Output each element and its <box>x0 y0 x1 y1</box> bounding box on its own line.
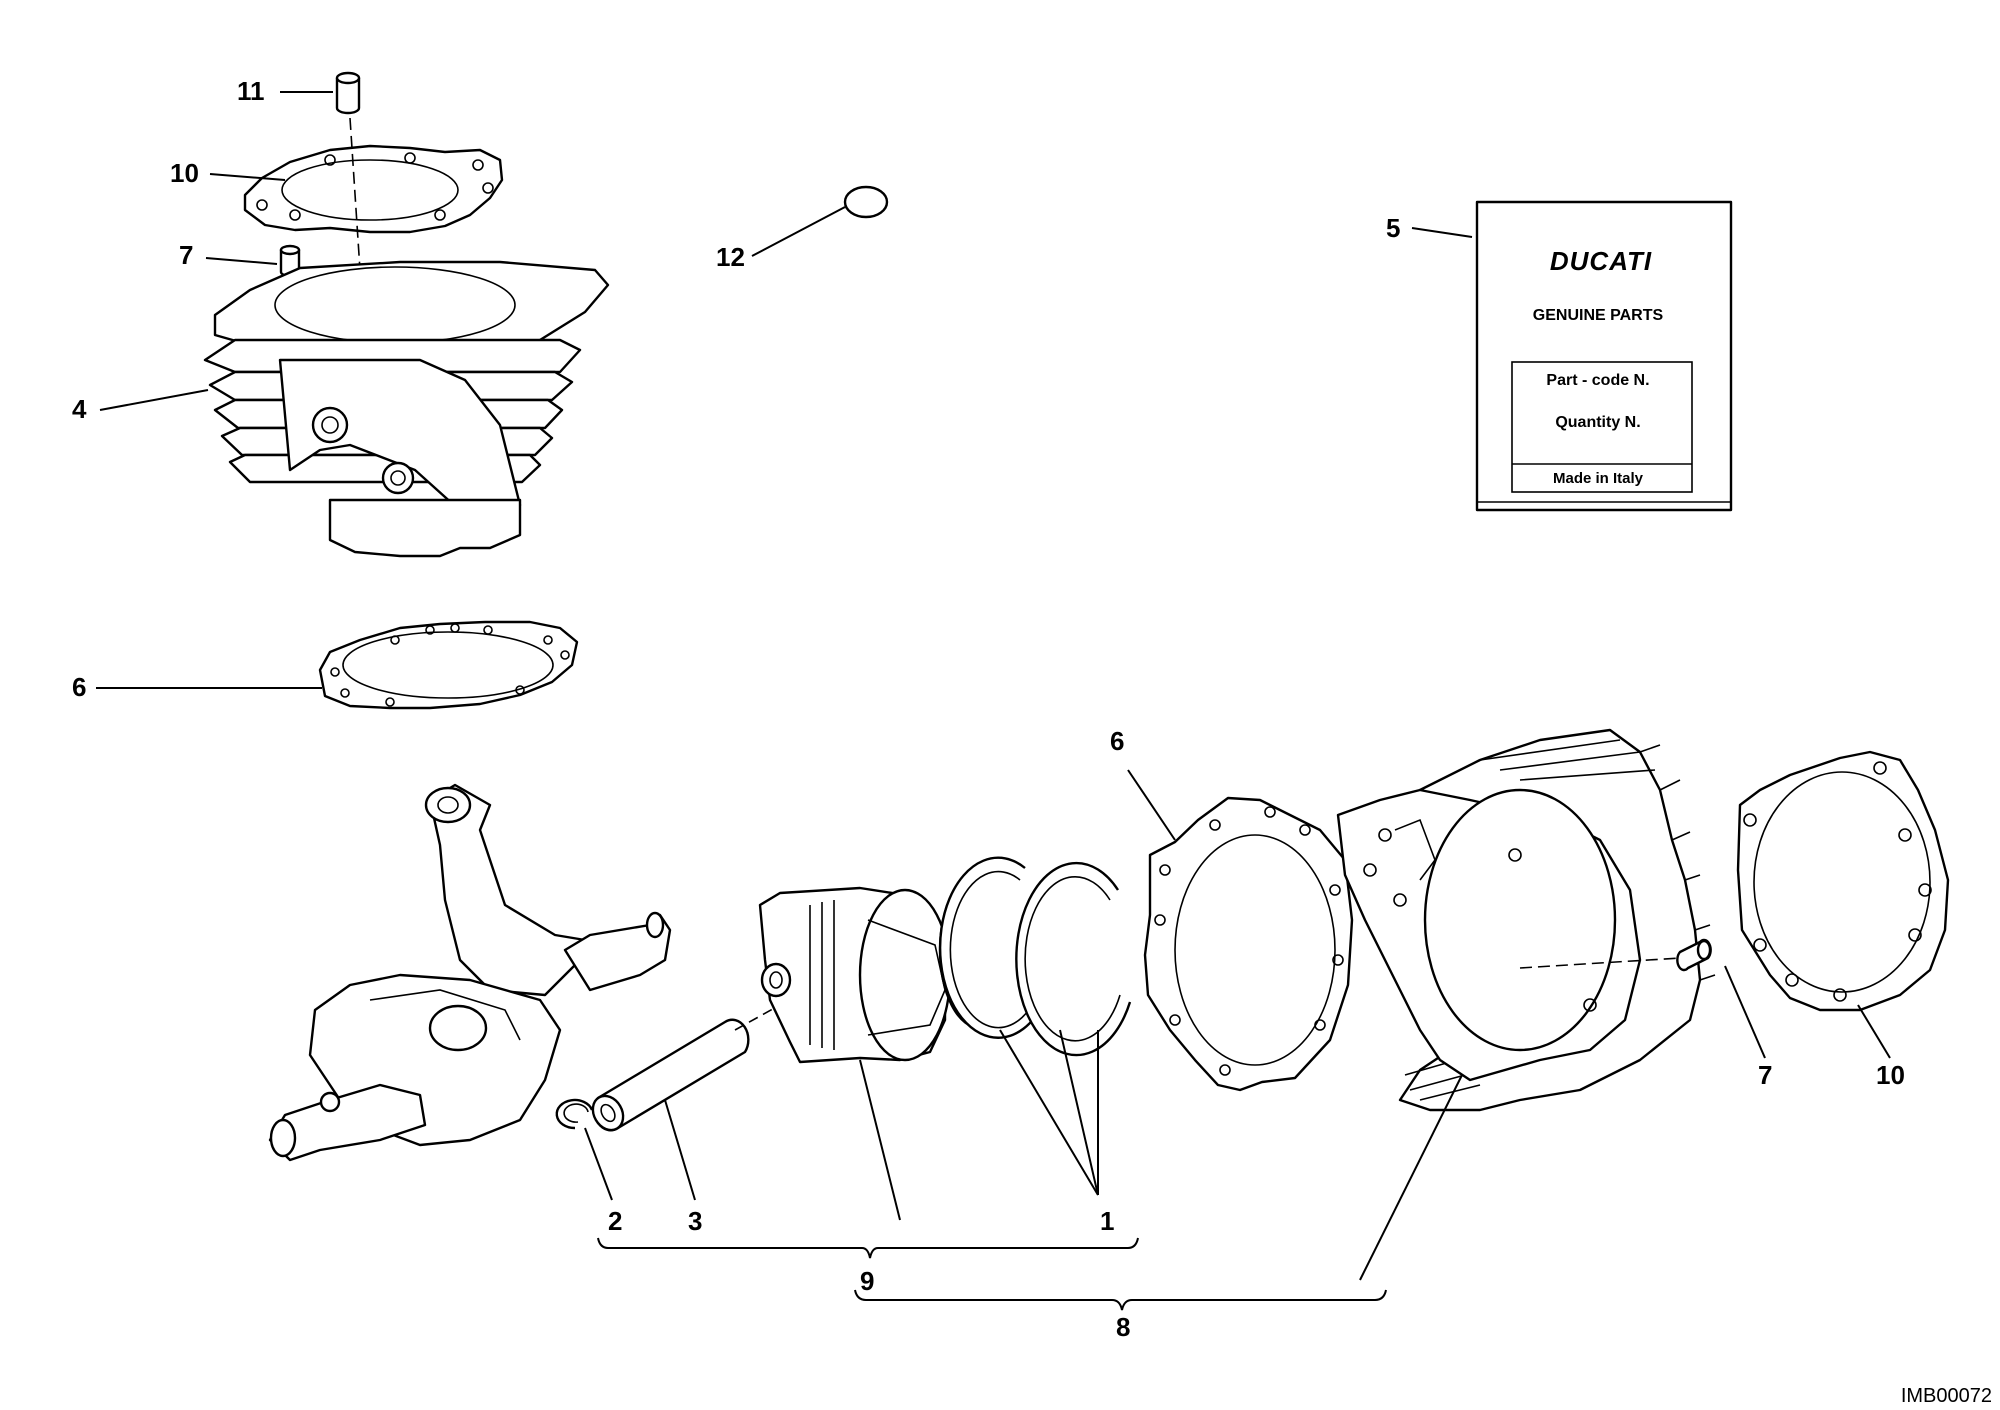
label-quantity: Quantity N. <box>1555 414 1640 431</box>
alignment-line-pin <box>734 1004 781 1031</box>
callout-2: 2 <box>608 1206 622 1236</box>
leader-lines <box>96 91 1891 1281</box>
label-origin: Made in Italy <box>1553 470 1644 487</box>
part-3-piston-pin <box>591 1018 750 1132</box>
part-2-circlip <box>555 1098 594 1130</box>
part-7-dowel-right <box>1676 938 1712 972</box>
part-1-piston-rings <box>938 856 1132 1057</box>
bracket-9 <box>597 1237 1139 1259</box>
part-4-cylinder-top <box>203 260 610 558</box>
part-6-base-gasket-right <box>1143 796 1354 1092</box>
label-card-text: DUCATI GENUINE PARTS Part - code N. Quan… <box>1533 246 1664 487</box>
label-part-code: Part - code N. <box>1546 372 1649 389</box>
part-5-label-card <box>1475 200 1733 512</box>
part-10-head-gasket-right <box>1736 750 1950 1012</box>
callout-6-top: 6 <box>72 672 86 702</box>
label-brand: DUCATI <box>1550 246 1652 276</box>
callout-labels: 11 10 7 4 6 12 5 6 7 10 2 3 1 9 8 <box>72 76 1905 1342</box>
part-10-head-gasket-top <box>243 144 504 234</box>
callout-5: 5 <box>1386 213 1400 243</box>
callout-7-right: 7 <box>1758 1060 1772 1090</box>
part-9-piston <box>758 886 952 1064</box>
callout-11: 11 <box>237 76 265 106</box>
callout-6-right: 6 <box>1110 726 1124 756</box>
callout-4: 4 <box>72 394 87 424</box>
label-subtitle: GENUINE PARTS <box>1533 307 1664 324</box>
bracket-8 <box>854 1289 1387 1311</box>
part-8-cylinder-right <box>1336 728 1716 1112</box>
crankshaft-assembly <box>268 783 672 1162</box>
callout-9: 9 <box>860 1266 874 1296</box>
callout-1: 1 <box>1100 1206 1114 1236</box>
callout-10-right: 10 <box>1876 1060 1905 1090</box>
callout-10-top: 10 <box>170 158 199 188</box>
callout-7-top: 7 <box>179 240 193 270</box>
part-11-dowel <box>335 71 361 115</box>
callout-8: 8 <box>1116 1312 1130 1342</box>
callout-12: 12 <box>716 242 745 272</box>
callout-3: 3 <box>688 1206 702 1236</box>
part-6-base-gasket-top <box>318 620 579 710</box>
figure-code: IMB00072 <box>1901 1385 1992 1407</box>
alignment-line-right <box>1519 957 1681 969</box>
part-12-plug <box>843 185 889 219</box>
